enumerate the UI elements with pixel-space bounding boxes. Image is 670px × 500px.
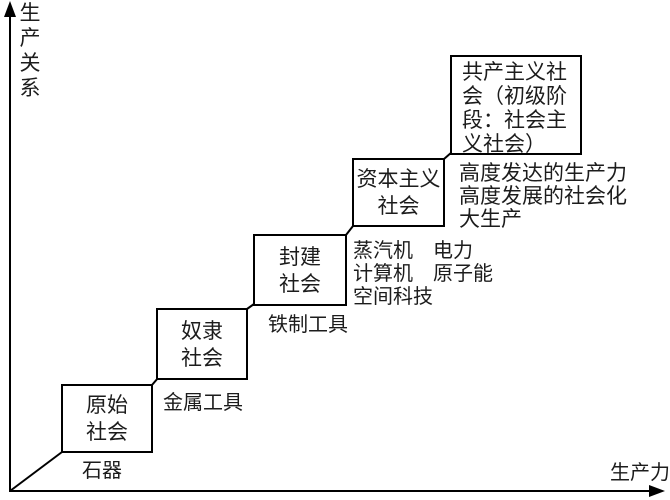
caption-line: 高度发展的社会化 (459, 184, 627, 208)
stage-label-line: 社会 (181, 346, 223, 370)
stage-label-line: 共产主义社 (462, 60, 567, 84)
stage-label-line: 资本主义 (356, 167, 441, 191)
stage-label-line: 社会 (377, 194, 420, 218)
caption-line: 铁制工具 (268, 314, 348, 336)
caption-line: 蒸汽机 电力 (353, 240, 473, 262)
stage-box-feudal-society: 封建 社会 (253, 234, 347, 306)
stage-label-line: 奴隶 (181, 319, 223, 343)
up-arrowhead-icon (4, 1, 16, 17)
stage-label-line: 会（初级阶 (462, 84, 567, 108)
caption-industrial-technologies: 蒸汽机 电力 计算机 原子能 空间科技 (353, 240, 493, 309)
stage-label-line: 原始 (86, 393, 128, 417)
x-axis-label: 生产力 (610, 462, 670, 484)
stage-box-primitive-society: 原始 社会 (61, 384, 153, 453)
y-axis-label: 生产关系 (19, 1, 41, 100)
caption-line: 石器 (82, 460, 122, 482)
caption-line: 计算机 原子能 (353, 263, 493, 285)
stage-label-line: 社会 (86, 420, 128, 444)
step-connector-2 (246, 303, 255, 310)
caption-stone-tools: 石器 (82, 460, 122, 483)
stage-box-slave-society: 奴隶 社会 (156, 308, 248, 380)
stage-label-line: 段：社会主 (462, 108, 567, 132)
caption-developed-productive-forces: 高度发达的生产力 高度发展的社会化 大生产 (459, 162, 627, 231)
caption-metal-tools: 金属工具 (163, 392, 243, 415)
stage-label-line: 封建 (279, 245, 321, 269)
caption-line: 金属工具 (163, 392, 243, 414)
caption-line: 高度发达的生产力 (459, 161, 627, 185)
stage-label-line: 义社会） (462, 132, 546, 156)
stage-box-capitalist-society: 资本主义 社会 (352, 158, 445, 227)
stage-box-communist-society: 共产主义社 会（初级阶 段：社会主 义社会） (450, 55, 582, 156)
caption-line: 空间科技 (353, 286, 433, 308)
caption-iron-tools: 铁制工具 (268, 314, 348, 337)
caption-line: 大生产 (459, 207, 522, 231)
step-connector-3 (345, 225, 354, 236)
stage-label-line: 社会 (279, 272, 321, 296)
origin-diagonal-line (9, 451, 63, 492)
right-arrowhead-icon (649, 485, 665, 497)
